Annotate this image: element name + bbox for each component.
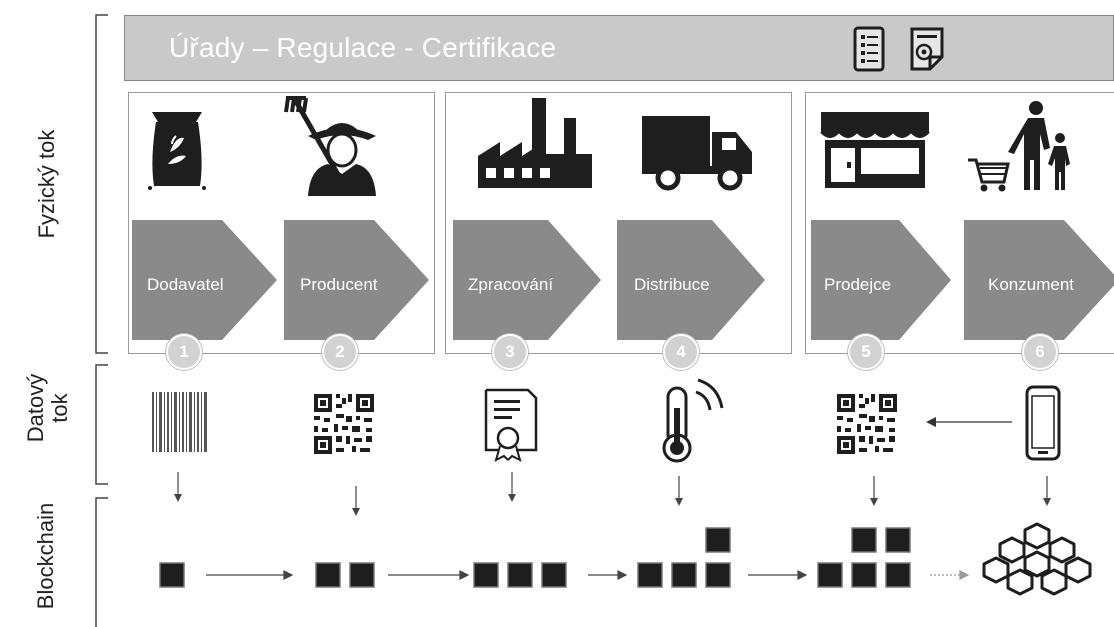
arrow-producent (284, 220, 429, 340)
block (851, 562, 877, 588)
stage-number-1: 1 (166, 334, 202, 370)
block (885, 562, 911, 588)
data-flow-label-line2: tok (47, 393, 72, 423)
barcode-icon (152, 392, 207, 452)
blockchain-network-icon (982, 522, 1092, 596)
down-arrow-1 (174, 472, 182, 502)
arrow-prodejce (811, 220, 951, 340)
stage-label-prodejce: Prodejce (824, 275, 892, 294)
stage-number-6: 6 (1022, 334, 1058, 370)
data-flow-label-line1: Datový (23, 373, 48, 443)
block (851, 527, 877, 553)
qr-code-icon-retail (837, 394, 897, 454)
block (705, 562, 731, 588)
data-flow-label: Datový tok (23, 358, 72, 458)
stage-number-4: 4 (663, 334, 699, 370)
block (315, 562, 341, 588)
farmer-icon (284, 96, 376, 196)
certificate-document-icon (910, 27, 944, 71)
stage-label-zpracovani: Zpracování (468, 275, 554, 294)
bracket-data (95, 364, 108, 485)
arrow-distribuce (617, 220, 765, 340)
stage-label-distribuce: Distribuce (634, 275, 710, 294)
block (671, 562, 697, 588)
stage-label-konzument: Konzument (988, 275, 1074, 294)
thermometer-sensor-icon (662, 378, 724, 463)
blockchain-row (159, 527, 970, 588)
arrow-konzument (964, 220, 1114, 340)
block (349, 562, 375, 588)
shopping-family-icon (968, 101, 1070, 192)
qr-code-icon (314, 394, 374, 454)
banner-title: Úřady – Regulace - Certifikace (169, 32, 557, 63)
arrow-dodavatel (132, 220, 277, 340)
truck-icon (642, 116, 752, 191)
stage-number-3: 3 (492, 334, 528, 370)
stage-label-dodavatel: Dodavatel (147, 275, 224, 294)
seed-bag-icon (148, 112, 206, 190)
stage-number-5: 5 (848, 334, 884, 370)
block (885, 527, 911, 553)
block (507, 562, 533, 588)
block (473, 562, 499, 588)
down-arrow-4 (675, 476, 683, 506)
down-arrow-5 (870, 476, 878, 506)
smartphone-icon (1025, 385, 1061, 461)
stage-number-2: 2 (322, 334, 358, 370)
physical-flow-label: Fyzický tok (34, 129, 59, 239)
block (817, 562, 843, 588)
bracket-physical (95, 14, 108, 354)
bracket-blockchain (95, 497, 108, 627)
block (637, 562, 663, 588)
factory-icon (478, 98, 592, 188)
down-arrow-3 (508, 472, 516, 502)
down-arrow-2 (352, 486, 360, 516)
shop-icon (820, 112, 930, 188)
arrow-zpracovani (453, 220, 601, 340)
document-list-icon (853, 26, 885, 72)
scan-arrow (926, 417, 1012, 427)
down-arrow-6 (1043, 476, 1051, 506)
block (159, 562, 185, 588)
block (541, 562, 567, 588)
authorities-banner: Úřady – Regulace - Certifikace (124, 15, 1114, 81)
certificate-icon (484, 388, 538, 462)
stage-label-producent: Producent (300, 275, 378, 294)
block (705, 527, 731, 553)
